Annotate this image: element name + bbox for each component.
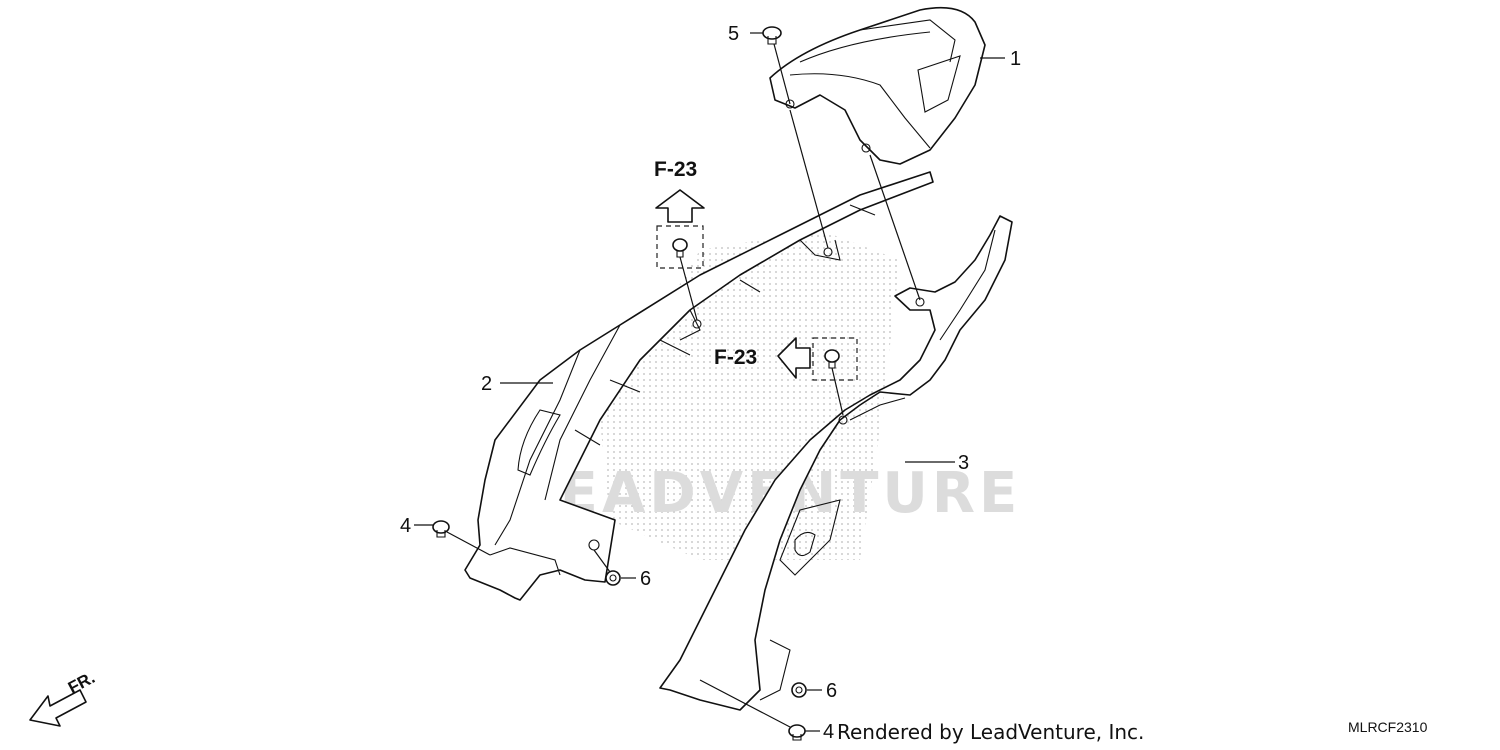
- callout-4-lower: 4: [823, 721, 834, 743]
- fastener-4-screw-lower[interactable]: [788, 724, 806, 741]
- credit-text: Rendered by LeadVenture, Inc.: [837, 720, 1144, 744]
- callout-6-lower: 6: [826, 680, 837, 702]
- callout-4-upper: 4: [400, 515, 411, 537]
- diagram-code: MLRCF2310: [1348, 719, 1428, 735]
- front-direction-indicator: FR.: [29, 668, 98, 727]
- fastener-5-screw[interactable]: [762, 26, 782, 45]
- callout-6-upper: 6: [640, 568, 651, 590]
- callout-1: 1: [1010, 48, 1021, 70]
- fastener-4-screw-upper[interactable]: [432, 520, 450, 538]
- ref-arrow-up: [655, 189, 705, 223]
- callout-3: 3: [958, 452, 969, 474]
- ref-label-mid: F-23: [714, 346, 757, 369]
- detail-box-top: [656, 225, 704, 269]
- part-3-right-side-cover[interactable]: [659, 215, 1013, 711]
- callout-2: 2: [481, 373, 492, 395]
- front-direction-label: FR.: [65, 668, 98, 698]
- ref-arrow-left: [777, 337, 811, 379]
- fastener-6-clip-upper[interactable]: [605, 570, 621, 586]
- callout-5: 5: [728, 23, 739, 45]
- leader-lines: [414, 32, 1005, 732]
- front-arrow-icon: [29, 689, 87, 727]
- fastener-6-clip-lower[interactable]: [791, 682, 807, 698]
- ref-label-top: F-23: [654, 158, 697, 181]
- part-1-seat-cowl[interactable]: [769, 6, 986, 165]
- part-2-left-side-cover[interactable]: [464, 171, 934, 601]
